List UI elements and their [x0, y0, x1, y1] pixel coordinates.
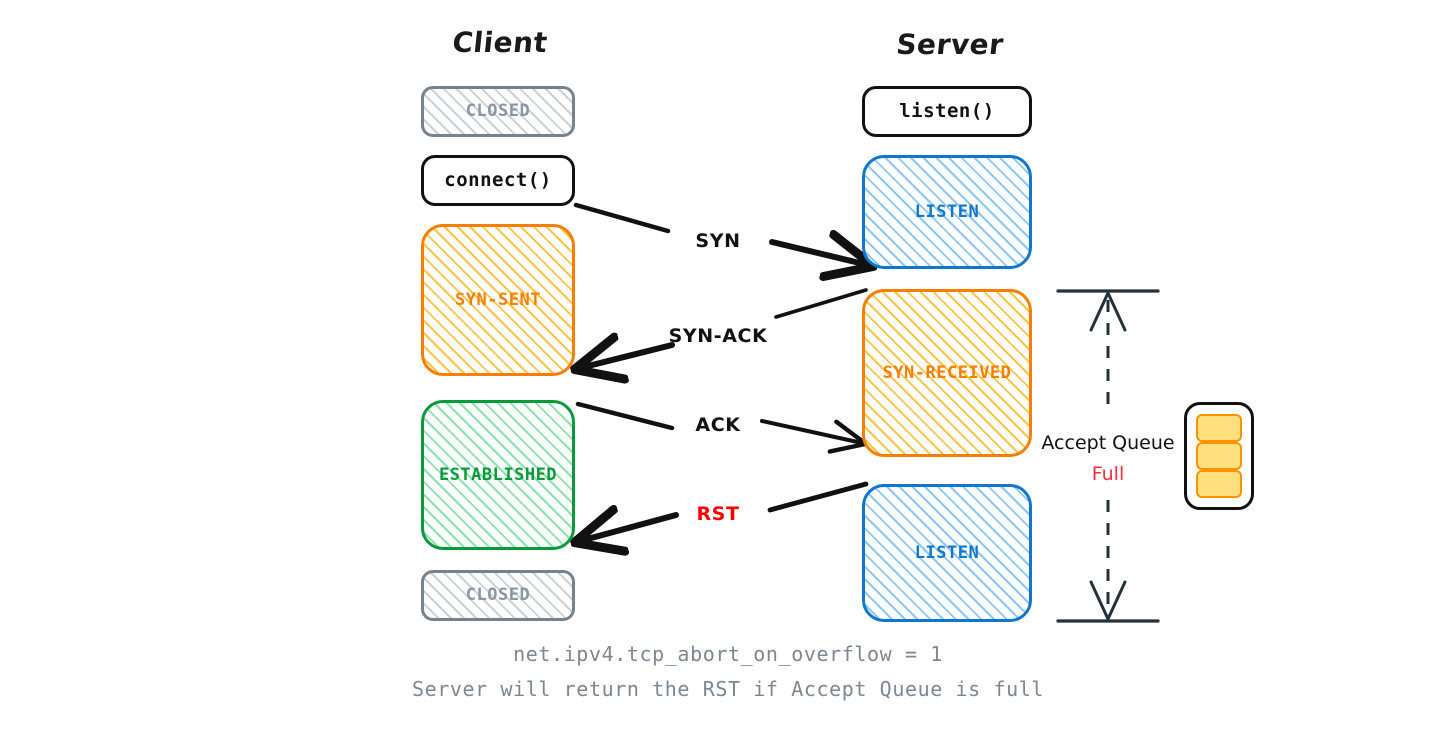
message-label-syn-ack: SYN-ACK — [668, 325, 768, 347]
arrow-syn — [769, 242, 868, 265]
queue-slot — [1196, 470, 1242, 498]
arrow-syn-ack — [580, 345, 675, 368]
caption-line-2: Server will return the RST if Accept Que… — [411, 677, 1045, 701]
server-state-listen-top[interactable]: LISTEN — [862, 155, 1032, 269]
arrow-ack — [760, 419, 869, 454]
queue-slot — [1196, 414, 1242, 442]
connector-listen-to-rst — [767, 481, 869, 513]
message-label-rst: RST — [696, 503, 740, 525]
accept-queue-label: Accept Queue — [1041, 432, 1175, 454]
caption-line-1: net.ipv4.tcp_abort_on_overflow = 1 — [513, 642, 943, 666]
accept-queue-status: Full — [1091, 463, 1125, 485]
server-call-listen[interactable]: listen() — [862, 86, 1032, 137]
node-label: CLOSED — [465, 585, 531, 606]
accept-queue-span — [1056, 289, 1160, 623]
node-label: SYN-SENT — [455, 289, 541, 310]
client-state-closed-top[interactable]: CLOSED — [421, 86, 575, 137]
queue-slot — [1196, 442, 1242, 470]
message-label-ack: ACK — [695, 414, 741, 436]
arrow-rst — [580, 515, 679, 541]
client-state-established[interactable]: ESTABLISHED — [421, 400, 575, 550]
client-state-syn-sent[interactable]: SYN-SENT — [421, 224, 575, 376]
message-label-syn: SYN — [695, 230, 741, 252]
client-state-closed-bottom[interactable]: CLOSED — [421, 570, 575, 621]
node-label: SYN-RECEIVED — [882, 362, 1012, 383]
node-label: LISTEN — [914, 201, 980, 222]
connector-connect-to-syn — [573, 202, 671, 234]
accept-queue-container[interactable] — [1184, 402, 1254, 510]
server-state-syn-received[interactable]: SYN-RECEIVED — [862, 289, 1032, 457]
node-label: listen() — [899, 100, 995, 123]
node-label: ESTABLISHED — [438, 464, 558, 485]
connector-established-to-ack — [575, 401, 675, 431]
node-label: LISTEN — [914, 542, 980, 563]
server-state-listen-bottom[interactable]: LISTEN — [862, 484, 1032, 622]
node-label: CLOSED — [465, 101, 531, 122]
node-label: connect() — [444, 169, 552, 192]
client-call-connect[interactable]: connect() — [421, 155, 575, 206]
connector-synreceived-to-synack — [774, 288, 868, 319]
